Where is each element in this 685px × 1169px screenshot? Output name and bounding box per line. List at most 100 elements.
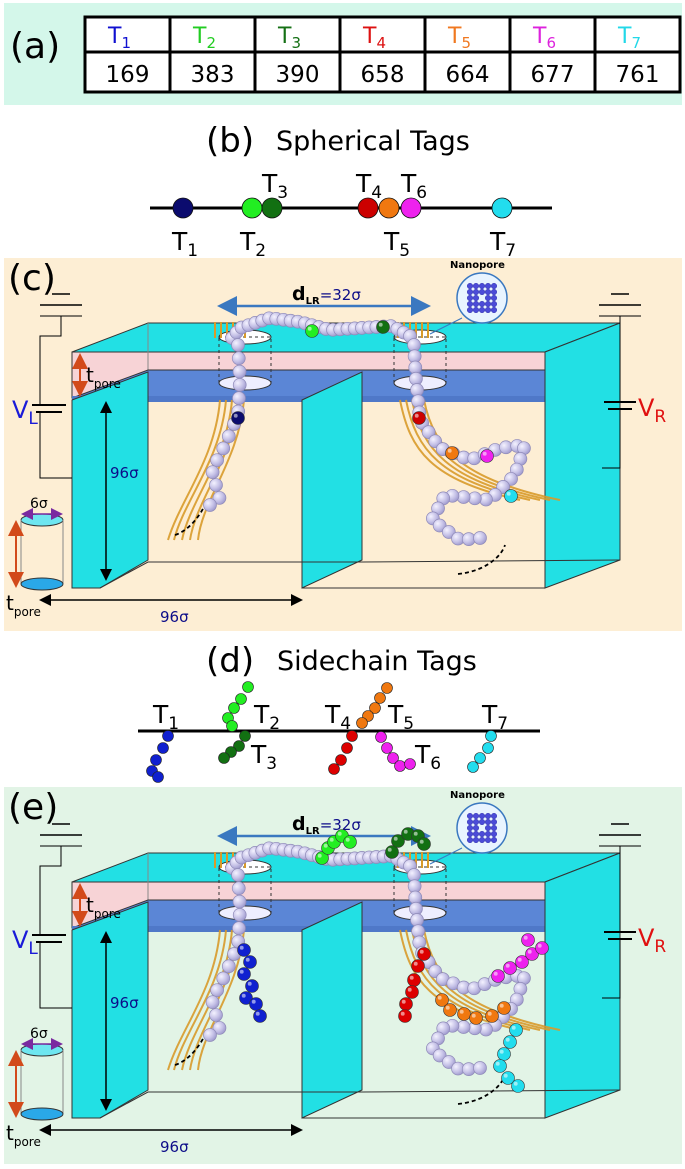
nanopore-inset-bead [473,813,480,820]
nanopore-inset-bead [467,825,474,832]
polymer-bead [231,338,245,352]
sidechain-bead-5 [443,1003,457,1017]
table-header-name: T [277,24,292,49]
sidechain-tag-label-main: T [250,740,267,769]
spherical-tag-bead-6 [480,449,494,463]
nanopore-inset-bead [491,283,498,290]
height-dimension-label: 96σ [110,464,139,482]
polymer-bead [232,921,246,936]
polymer-bead [203,1028,217,1042]
polymer-bead [210,453,224,468]
sidechain-tag-bead [374,692,386,704]
sidechain-bead-5 [497,1001,511,1015]
polymer-bead [232,894,247,909]
sidechain-bead-6 [491,969,505,983]
sidechain-bead-1-highlight [245,957,250,962]
sidechain-bead-6 [503,961,517,975]
panel-d-title: Sidechain Tags [277,646,477,677]
sidechain-tag-label: T4 [324,700,351,734]
pore-inset-thickness-label-sub: pore [14,605,41,619]
polymer-bead [205,995,220,1010]
sidechain-bead-3-highlight [413,831,418,836]
sidechain-bead-7 [511,1079,525,1093]
nanopore-inset-bead [479,301,486,308]
sidechain-bead-1 [243,955,257,969]
sidechain-bead-7-highlight [513,1081,518,1086]
right-circuit-return [602,939,621,999]
left-circuit-wire [39,846,62,935]
sidechain-tag-label: T2 [253,700,280,734]
spherical-tag-label-sub: 4 [371,183,382,203]
sidechain-bead-1 [253,1009,267,1023]
sidechain-tag-bead [482,742,494,754]
nanopore-inset-bead [485,289,492,296]
table-header-name: T [532,24,547,49]
spherical-tag-label: T7 [489,227,516,261]
sidechain-bead-1 [237,967,251,981]
spherical-tag-label: T3 [261,169,288,203]
left-voltage-label-sub: L [28,409,38,429]
spherical-tag-label-main: T [239,227,256,256]
pore-distance-label-main: d [292,813,306,835]
polymer-tail-right [457,544,506,575]
spherical-tag-bead-2-highlight [307,326,312,331]
pore-distance-label: dLR=32σ [292,283,361,307]
nanopore-inset-bead [491,301,498,308]
spherical-tag-label-sub: 3 [277,183,288,203]
pore-inset-top [20,513,64,527]
spherical-tag-label-main: T [400,169,417,198]
sidechain-tag-bead [328,763,340,775]
table-header-cell: T3 [277,24,301,52]
nanopore-inset-bead [479,819,486,826]
nanopore-inset-bead [491,837,498,844]
sidechain-bead-2 [343,835,357,849]
polymer-bead [212,491,227,505]
sidechain-tag-label-main: T [253,700,270,729]
sidechain-bead-6-highlight [505,963,510,968]
spherical-tag-label-main: T [383,227,400,256]
nanopore-inset-bead [467,283,474,290]
device-middle-wall [301,371,363,589]
brush-fiber [167,929,221,1071]
spherical-tag-6 [400,197,422,219]
left-voltage-label-sub: L [28,939,38,959]
spherical-tag-4 [357,197,379,219]
sidechain-bead-1 [245,979,259,993]
sidechain-tag-label-main: T [324,700,341,729]
sidechain-bead-3-highlight [387,847,392,852]
sidechain-tag-bead [375,731,387,743]
sidechain-bead-7-highlight [503,1073,508,1078]
spherical-tag-bead-1-highlight [233,413,238,418]
table-value-cell: 658 [361,62,405,88]
sidechain-tag-bead [150,754,162,766]
spherical-tag-label-sub: 2 [255,241,266,261]
sidechain-bead-1 [237,943,251,957]
width-dimension-label: 96σ [160,1138,189,1156]
sidechain-tag-label: T1 [152,700,179,734]
nanopore-inset-bead [473,289,480,296]
sidechain-bead-1 [249,997,263,1011]
polymer-tail-left [174,1034,206,1066]
nanopore-inset-bead [485,831,492,838]
polymer-bead [216,441,231,456]
pore-thickness-label-sub: pore [94,377,121,391]
panel-b-label: (b) [206,121,254,161]
sidechain-bead-7 [493,1059,507,1073]
spherical-tag-2 [241,197,263,219]
spherical-tag-bead-1 [231,411,245,425]
nanopore-inset-bead [473,301,480,308]
right-voltage-label-sub: R [654,407,666,427]
panel-e-label: (e) [8,787,58,828]
sidechain-bead-7-highlight [495,1061,500,1066]
sidechain-bead-1-highlight [247,981,252,986]
left-voltage-label-main: V [12,926,29,954]
sidechain-bead-5-highlight [471,1013,476,1018]
right-voltage-label: VR [638,394,666,427]
table-header-sub: 1 [121,34,131,52]
left-circuit-wire [39,316,62,405]
nanopore-inset-bead [473,307,480,314]
spherical-tag-bead-5 [445,446,459,460]
